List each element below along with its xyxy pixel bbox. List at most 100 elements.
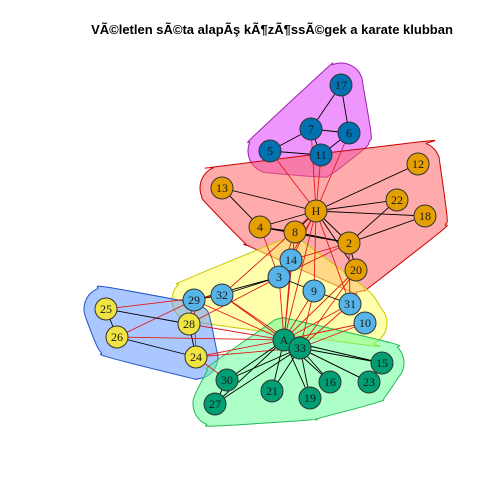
node-32: 32: [210, 283, 234, 307]
edge-25-28: [105, 308, 190, 325]
node-label-26: 26: [111, 330, 123, 344]
node-label-32: 32: [216, 288, 228, 302]
edge-H-12: [315, 163, 419, 212]
edge-H-31: [315, 210, 351, 305]
node-18: 18: [413, 204, 437, 228]
node-31: 31: [338, 292, 362, 316]
node-20: 20: [344, 258, 368, 282]
node-circle-17: [329, 73, 353, 97]
edge-33-15: [299, 347, 383, 364]
node-circle-19: [298, 386, 322, 410]
node-label-11: 11: [315, 148, 327, 162]
node-3: 3: [267, 265, 291, 289]
edge-H-9: [313, 210, 317, 292]
node-17: 17: [329, 73, 353, 97]
node-16: 16: [318, 370, 342, 394]
node-19: 19: [298, 386, 322, 410]
edge-29-A: [193, 299, 285, 341]
node-label-30: 30: [221, 373, 233, 387]
node-22: 22: [385, 188, 409, 212]
edge-33-27: [214, 347, 301, 405]
node-29: 29: [182, 288, 206, 312]
node-circle-23: [357, 370, 381, 394]
node-label-19: 19: [304, 391, 316, 405]
edge-29-26: [116, 299, 195, 338]
edge-H-22: [315, 199, 398, 212]
edge-5-H: [269, 150, 317, 212]
edge-A-27: [214, 339, 285, 405]
node-13: 13: [210, 176, 234, 200]
node-circle-3: [267, 265, 291, 289]
node-label-22: 22: [391, 193, 403, 207]
node-label-14: 14: [285, 253, 297, 267]
node-label-9: 9: [311, 284, 317, 298]
edge-26-A: [116, 336, 285, 341]
node-circle-13: [210, 176, 234, 200]
edge-28-A: [188, 323, 285, 341]
node-label-18: 18: [419, 209, 431, 223]
node-21: 21: [260, 379, 284, 403]
edge-H-13: [221, 187, 317, 212]
node-11: 11: [309, 143, 333, 167]
node-label-20: 20: [350, 263, 362, 277]
node-circle-31: [338, 292, 362, 316]
edge-3-28: [188, 276, 280, 325]
node-label-33: 33: [294, 341, 306, 355]
node-7: 7: [299, 117, 323, 141]
node-label-6: 6: [346, 126, 352, 140]
node-circle-18: [413, 204, 437, 228]
node-circle-33: [288, 336, 312, 360]
edge-H-18: [315, 210, 426, 217]
edge-18-2: [348, 215, 426, 244]
node-label-13: 13: [216, 181, 228, 195]
node-label-27: 27: [209, 397, 221, 411]
node-circle-25: [94, 297, 118, 321]
node-circle-8: [283, 220, 307, 244]
node-circle-16: [318, 370, 342, 394]
node-label-H: H: [312, 204, 321, 218]
edge-A-30: [226, 339, 285, 381]
node-28: 28: [177, 312, 201, 336]
node-circle-26: [105, 325, 129, 349]
node-label-29: 29: [188, 293, 200, 307]
node-14: 14: [279, 248, 303, 272]
node-circle-5: [258, 139, 282, 163]
node-label-10: 10: [359, 316, 371, 330]
node-label-28: 28: [183, 317, 195, 331]
edge-H-A: [283, 210, 317, 341]
node-23: 23: [357, 370, 381, 394]
node-8: 8: [283, 220, 307, 244]
node-circle-21: [260, 379, 284, 403]
node-circle-12: [406, 152, 430, 176]
node-33: 33: [288, 336, 312, 360]
node-circle-24: [184, 345, 208, 369]
edge-24-A: [195, 339, 285, 358]
node-label-3: 3: [276, 270, 282, 284]
edge-33-23: [299, 347, 370, 383]
edge-31-A: [283, 303, 351, 341]
node-5: 5: [258, 139, 282, 163]
node-circle-29: [182, 288, 206, 312]
node-circle-14: [279, 248, 303, 272]
edge-26-24: [116, 336, 197, 358]
node-6: 6: [337, 121, 361, 145]
node-label-21: 21: [266, 384, 278, 398]
node-10: 10: [353, 311, 377, 335]
node-label-7: 7: [308, 122, 314, 136]
edge-3-29: [193, 276, 280, 301]
node-30: 30: [215, 368, 239, 392]
community-hulls: [83, 62, 448, 427]
node-circle-2: [337, 231, 361, 255]
node-circle-10: [353, 311, 377, 335]
node-12: 12: [406, 152, 430, 176]
node-label-8: 8: [292, 225, 298, 239]
edge-6-H: [315, 132, 350, 212]
node-circle-6: [337, 121, 361, 145]
node-circle-H: [304, 199, 328, 223]
node-H: H: [304, 199, 328, 223]
edge-20-A: [283, 269, 357, 341]
node-circle-30: [215, 368, 239, 392]
node-2: 2: [337, 231, 361, 255]
